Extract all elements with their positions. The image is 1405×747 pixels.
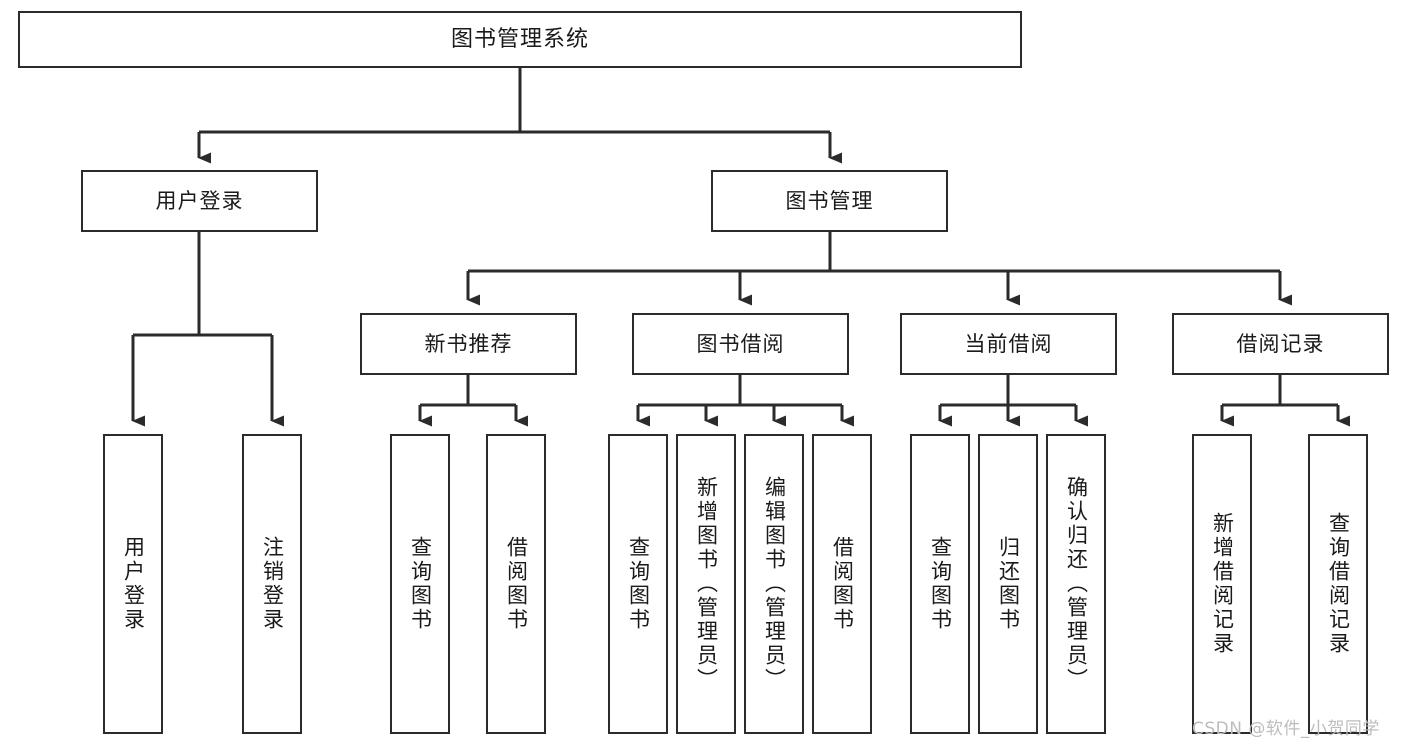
node-user-login-label: 用户登录 [155,188,244,213]
node-leaf-borrow-book-1[interactable]: 借阅图书 [486,434,546,734]
node-leaf-logout-login-label: 注销登录 [260,536,285,632]
node-leaf-edit-book[interactable]: 编辑图书（管理员） [744,434,804,734]
node-leaf-confirm-return-label: 确认归还（管理员） [1064,476,1089,692]
node-leaf-add-book[interactable]: 新增图书（管理员） [676,434,736,734]
node-borrow-record[interactable]: 借阅记录 [1172,313,1389,375]
node-leaf-query-book-3-label: 查询图书 [928,536,953,632]
node-leaf-borrow-book-1-label: 借阅图书 [504,536,529,632]
node-leaf-query-book-2-label: 查询图书 [626,536,651,632]
node-leaf-add-record-label: 新增借阅记录 [1210,512,1235,656]
node-leaf-borrow-book-2-label: 借阅图书 [830,536,855,632]
node-leaf-query-record[interactable]: 查询借阅记录 [1308,434,1368,734]
node-leaf-user-login[interactable]: 用户登录 [103,434,163,734]
node-leaf-edit-book-label: 编辑图书（管理员） [762,476,787,692]
node-new-book-recommend-label: 新书推荐 [424,331,513,356]
node-leaf-query-record-label: 查询借阅记录 [1326,512,1351,656]
node-new-book-recommend[interactable]: 新书推荐 [360,313,577,375]
node-current-borrow[interactable]: 当前借阅 [900,313,1117,375]
node-user-login[interactable]: 用户登录 [81,170,318,232]
node-leaf-query-book-1-label: 查询图书 [408,536,433,632]
node-leaf-user-login-label: 用户登录 [121,536,146,632]
node-book-manage[interactable]: 图书管理 [711,170,948,232]
node-book-borrow[interactable]: 图书借阅 [632,313,849,375]
node-leaf-query-book-2[interactable]: 查询图书 [608,434,668,734]
node-leaf-query-book-1[interactable]: 查询图书 [390,434,450,734]
node-leaf-add-book-label: 新增图书（管理员） [694,476,719,692]
node-root-system-label: 图书管理系统 [450,26,589,52]
node-leaf-logout-login[interactable]: 注销登录 [242,434,302,734]
node-leaf-borrow-book-2[interactable]: 借阅图书 [812,434,872,734]
node-leaf-return-book[interactable]: 归还图书 [978,434,1038,734]
node-leaf-confirm-return[interactable]: 确认归还（管理员） [1046,434,1106,734]
node-book-manage-label: 图书管理 [785,188,874,213]
node-current-borrow-label: 当前借阅 [964,331,1053,356]
node-book-borrow-label: 图书借阅 [696,331,785,356]
node-borrow-record-label: 借阅记录 [1236,331,1325,356]
node-leaf-return-book-label: 归还图书 [996,536,1021,632]
node-root-system[interactable]: 图书管理系统 [18,11,1022,68]
node-leaf-add-record[interactable]: 新增借阅记录 [1192,434,1252,734]
node-leaf-query-book-3[interactable]: 查询图书 [910,434,970,734]
